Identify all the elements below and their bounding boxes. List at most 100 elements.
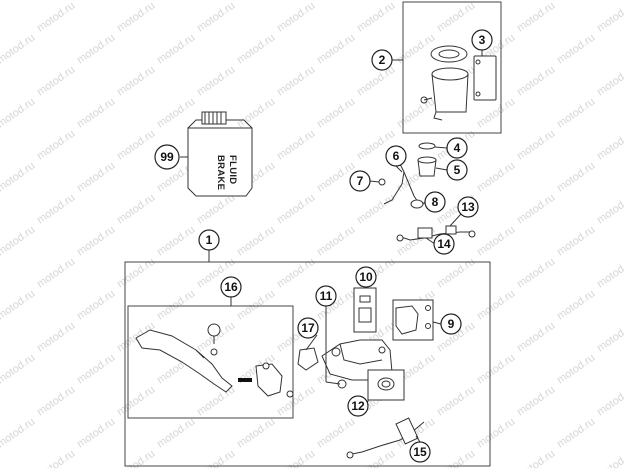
reservoir-cap-kit bbox=[367, 369, 405, 401]
svg-text:4: 4 bbox=[454, 141, 461, 155]
watermark-text: motod.ru bbox=[355, 64, 397, 99]
callouts: 1 2 3 4 5 6 7 8 9 10 11 12 13 14 15 16 1… bbox=[154, 29, 493, 463]
watermark-text: motod.ru bbox=[155, 416, 197, 451]
callout-13: 13 bbox=[457, 196, 479, 218]
watermark-text: motod.ru bbox=[195, 384, 237, 419]
watermark-text: motod.ru bbox=[275, 256, 317, 291]
bottle-label-line-2: FLUID bbox=[227, 155, 238, 184]
watermark-text: motod.ru bbox=[595, 448, 625, 468]
watermark-text: motod.ru bbox=[475, 352, 517, 387]
watermark-text: motod.ru bbox=[0, 352, 37, 387]
svg-text:99: 99 bbox=[160, 150, 174, 164]
callout-5: 5 bbox=[446, 159, 468, 181]
watermark-text: motod.ru bbox=[395, 32, 437, 67]
brake-light-switch bbox=[346, 417, 425, 459]
svg-text:6: 6 bbox=[393, 149, 400, 163]
watermark-text: motod.ru bbox=[235, 224, 277, 259]
watermark-text: motod.ru bbox=[35, 64, 77, 99]
watermark-text: motod.ru bbox=[595, 128, 625, 163]
callout-16: 16 bbox=[220, 276, 242, 298]
svg-text:7: 7 bbox=[357, 174, 364, 188]
watermark-text: motod.ru bbox=[515, 384, 557, 419]
svg-text:2: 2 bbox=[379, 53, 386, 67]
watermark-text: motod.ru bbox=[35, 320, 77, 355]
callout-2: 2 bbox=[371, 49, 393, 71]
watermark-text: motod.ru bbox=[395, 96, 437, 131]
watermark-text: motod.ru bbox=[595, 256, 625, 291]
watermark-text: motod.ru bbox=[155, 288, 197, 323]
reservoir-assembly bbox=[420, 45, 497, 121]
watermark-text: motod.ru bbox=[35, 256, 77, 291]
svg-text:9: 9 bbox=[448, 317, 455, 331]
watermark-text: motod.ru bbox=[435, 384, 477, 419]
watermark-text: motod.ru bbox=[275, 0, 317, 34]
watermark-text: motod.ru bbox=[75, 32, 117, 67]
svg-text:10: 10 bbox=[359, 270, 373, 284]
watermark-text: motod.ru bbox=[555, 224, 597, 259]
brake-lever bbox=[135, 323, 294, 398]
watermark-text: motod.ru bbox=[235, 96, 277, 131]
lever-subassembly-frame bbox=[127, 305, 294, 419]
watermark-text: motod.ru bbox=[0, 96, 37, 131]
watermark-text: motod.ru bbox=[355, 448, 397, 468]
piston-kit bbox=[353, 287, 377, 333]
watermark-text: motod.ru bbox=[115, 256, 157, 291]
watermark-text: motod.ru bbox=[315, 416, 357, 451]
svg-text:5: 5 bbox=[454, 163, 461, 177]
callout-15: 15 bbox=[409, 441, 431, 463]
watermark-text: motod.ru bbox=[275, 64, 317, 99]
callout-8: 8 bbox=[424, 191, 446, 213]
watermark-text: motod.ru bbox=[155, 0, 197, 2]
watermark-text: motod.ru bbox=[555, 0, 597, 2]
brake-fluid-bottle: BRAKE FLUID bbox=[187, 111, 253, 197]
watermark-text: motod.ru bbox=[475, 288, 517, 323]
watermark-text: motod.ru bbox=[355, 192, 397, 227]
reservoir-frame bbox=[402, 1, 502, 134]
watermark-text: motod.ru bbox=[75, 224, 117, 259]
handlebar-clamp bbox=[392, 299, 434, 341]
watermark-text: motod.ru bbox=[235, 416, 277, 451]
watermark-text: motod.ru bbox=[75, 96, 117, 131]
watermark-text: motod.ru bbox=[595, 320, 625, 355]
svg-text:1: 1 bbox=[206, 233, 213, 247]
watermark-text: motod.ru bbox=[155, 32, 197, 67]
callout-17: 17 bbox=[297, 317, 319, 339]
watermark-text: motod.ru bbox=[275, 384, 317, 419]
watermark-text: motod.ru bbox=[115, 384, 157, 419]
watermark-text: motod.ru bbox=[75, 160, 117, 195]
watermark-text: motod.ru bbox=[35, 384, 77, 419]
watermark-text: motod.ru bbox=[435, 448, 477, 468]
watermark-text: motod.ru bbox=[435, 256, 477, 291]
watermark-text: motod.ru bbox=[315, 96, 357, 131]
watermark-text: motod.ru bbox=[235, 32, 277, 67]
svg-text:12: 12 bbox=[351, 399, 365, 413]
watermark-text: motod.ru bbox=[555, 288, 597, 323]
callout-4: 4 bbox=[446, 137, 468, 159]
leader-lines bbox=[180, 50, 483, 443]
watermark-text: motod.ru bbox=[0, 416, 37, 451]
callout-14: 14 bbox=[433, 233, 455, 255]
callout-99: 99 bbox=[154, 144, 180, 170]
watermark-text: motod.ru bbox=[0, 160, 37, 195]
watermark-text: motod.ru bbox=[75, 0, 117, 2]
svg-text:11: 11 bbox=[320, 289, 333, 303]
watermark-text: motod.ru bbox=[75, 352, 117, 387]
watermark-text: motod.ru bbox=[235, 288, 277, 323]
watermark-text: motod.ru bbox=[115, 0, 157, 34]
watermark-text: motod.ru bbox=[0, 32, 37, 67]
watermark-text: motod.ru bbox=[155, 224, 197, 259]
watermark-text: motod.ru bbox=[75, 416, 117, 451]
callout-12: 12 bbox=[347, 395, 369, 417]
svg-text:17: 17 bbox=[301, 321, 315, 335]
watermark-text: motod.ru bbox=[195, 192, 237, 227]
watermark-text: motod.ru bbox=[475, 160, 517, 195]
master-cylinder-frame bbox=[124, 261, 491, 467]
svg-text:3: 3 bbox=[479, 33, 486, 47]
watermark-text: motod.ru bbox=[515, 64, 557, 99]
watermark-text: motod.ru bbox=[555, 416, 597, 451]
watermark-text: motod.ru bbox=[275, 192, 317, 227]
watermark-text: motod.ru bbox=[555, 352, 597, 387]
watermark-text: motod.ru bbox=[595, 384, 625, 419]
